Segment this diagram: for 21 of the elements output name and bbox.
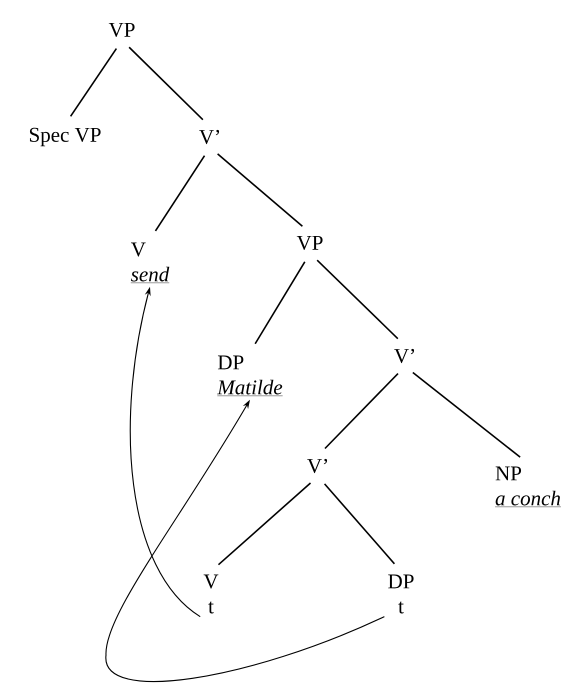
tree-label: V’ [394,348,414,364]
tree-label: V’ [199,130,220,144]
tree-line [324,483,396,564]
tree-label: Spec VP [30,128,101,146]
tree-label: DP t [388,574,414,614]
tree-line [316,260,398,340]
tree-label: V’ [307,458,328,474]
tree-line [412,372,521,458]
tree-line [70,48,118,117]
tree-line [217,153,303,227]
tree-line [128,46,204,120]
tree-label: VP [296,236,323,250]
tree-label: V t [204,574,218,614]
tree-label: NP a conch [494,466,562,508]
tree-line [254,261,306,344]
tree-label: VP [108,22,135,38]
tree-line [324,372,399,450]
tree-line [154,155,206,232]
tree-label: DP Matilde [217,356,283,396]
tree-line [218,482,312,566]
tree-label: V send [130,242,170,284]
